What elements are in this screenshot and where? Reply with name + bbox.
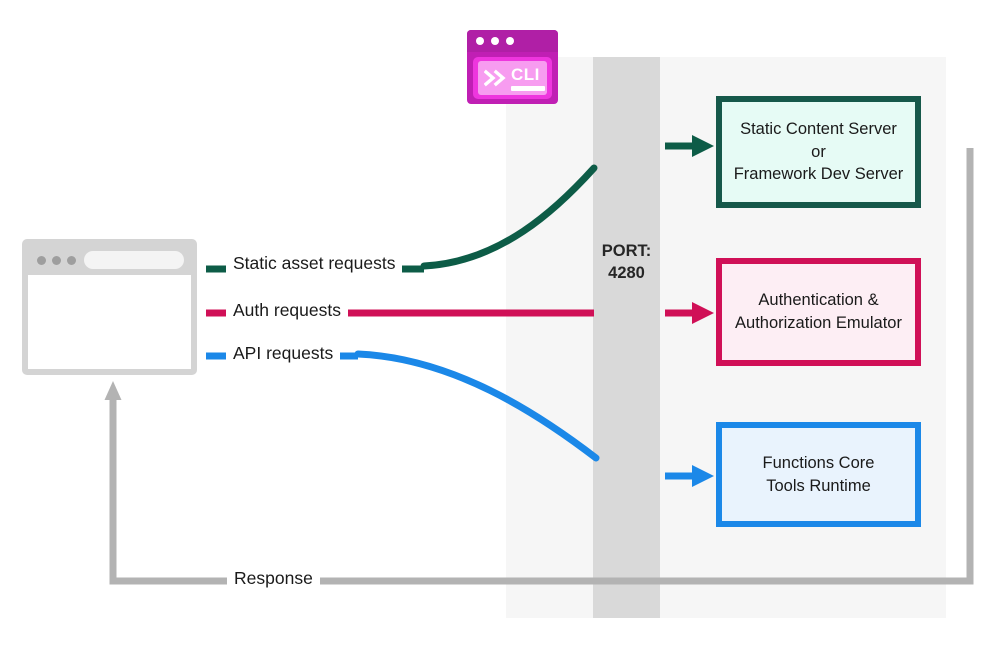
port-band bbox=[593, 57, 660, 618]
flow-response-path bbox=[104, 148, 974, 585]
window-dot-1-icon bbox=[37, 256, 46, 265]
local-host-panel-left bbox=[506, 57, 593, 618]
cli-dot-3-icon bbox=[506, 37, 514, 45]
browser-window[interactable] bbox=[22, 239, 197, 375]
chevron-prompt-icon bbox=[484, 69, 506, 87]
service-line-2: or bbox=[811, 142, 826, 161]
port-label-line1: PORT: bbox=[601, 242, 652, 260]
cli-underline bbox=[511, 86, 545, 91]
flow-label-response: Response bbox=[227, 568, 320, 589]
port-label: PORT: 4280 bbox=[593, 240, 660, 285]
port-label-line2: 4280 bbox=[608, 264, 645, 283]
service-box-static-content-server[interactable]: Static Content Server or Framework Dev S… bbox=[716, 96, 921, 208]
swa-cli-icon: CLI bbox=[467, 30, 558, 104]
cli-label: CLI bbox=[511, 65, 540, 84]
window-dot-2-icon bbox=[52, 256, 61, 265]
window-dot-3-icon bbox=[67, 256, 76, 265]
cli-dot-1-icon bbox=[476, 37, 484, 45]
flow-label-static-asset-requests: Static asset requests bbox=[226, 253, 403, 274]
cli-screen: CLI bbox=[473, 57, 552, 99]
flow-label-auth-requests: Auth requests bbox=[226, 300, 348, 321]
service-line-1: Static Content Server bbox=[740, 119, 897, 138]
service-box-functions-core-tools[interactable]: Functions Core Tools Runtime bbox=[716, 422, 921, 527]
browser-titlebar bbox=[28, 245, 191, 275]
cli-dot-2-icon bbox=[491, 37, 499, 45]
flow-label-api-requests: API requests bbox=[226, 343, 341, 364]
service-line-1: Functions Core bbox=[762, 453, 875, 472]
service-line-2: Tools Runtime bbox=[766, 476, 871, 495]
cli-screen-inner: CLI bbox=[478, 61, 547, 95]
cli-titlebar bbox=[467, 30, 558, 52]
address-bar[interactable] bbox=[84, 251, 184, 269]
service-box-auth-emulator[interactable]: Authentication & Authorization Emulator bbox=[716, 258, 921, 366]
service-line-2: Authorization Emulator bbox=[735, 314, 902, 332]
service-line-1: Authentication & bbox=[758, 291, 879, 310]
service-line-3: Framework Dev Server bbox=[733, 165, 904, 184]
